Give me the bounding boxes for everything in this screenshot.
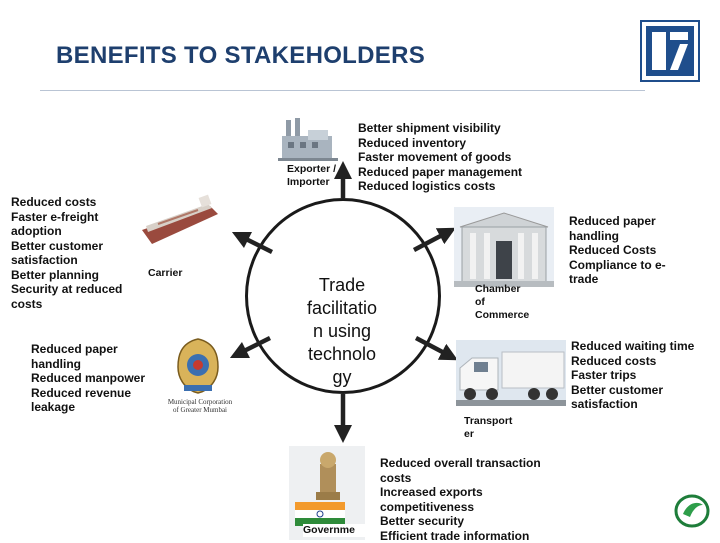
- title-underline: [40, 90, 645, 91]
- arrow-up-right: [412, 227, 456, 252]
- municipal-emblem-image: [174, 337, 222, 395]
- chamber-benefits: Reduced paper handling Reduced Costs Com…: [569, 214, 666, 286]
- ship-image: [138, 192, 224, 250]
- carrier-label: Carrier: [148, 267, 183, 279]
- municipal-label: Municipal Corporation of Greater Mumbai: [167, 398, 233, 414]
- company-logo: [640, 20, 700, 82]
- transporter-benefits: Reduced waiting time Reduced costs Faste…: [571, 339, 695, 411]
- government-label: Governme: [303, 524, 373, 537]
- center-label: Trade facilitatio n using technolo gy: [306, 275, 378, 387]
- carrier-benefits: Reduced costs Faster e-freight adoption …: [11, 195, 123, 311]
- transporter-label: Transport er: [464, 415, 513, 440]
- government-benefits: Reduced overall transaction costs Increa…: [380, 456, 541, 543]
- factory-image: [278, 116, 338, 162]
- exporter-label: Exporter / Importer: [287, 163, 337, 188]
- page-title: BENEFITS TO STAKEHOLDERS: [56, 42, 426, 69]
- chamber-building-image: [454, 207, 554, 287]
- exporter-benefits: Better shipment visibility Reduced inven…: [358, 121, 523, 193]
- municipal-benefits: Reduced paper handling Reduced manpower …: [31, 342, 146, 414]
- chamber-label: Chamber of Commerce: [475, 283, 530, 321]
- center-circle: [245, 198, 441, 394]
- arrow-down-right: [414, 336, 458, 361]
- truck-image: [456, 340, 566, 406]
- arrow-up-left: [231, 231, 274, 255]
- partner-logo: [674, 493, 710, 529]
- arrow-down-left: [229, 335, 272, 359]
